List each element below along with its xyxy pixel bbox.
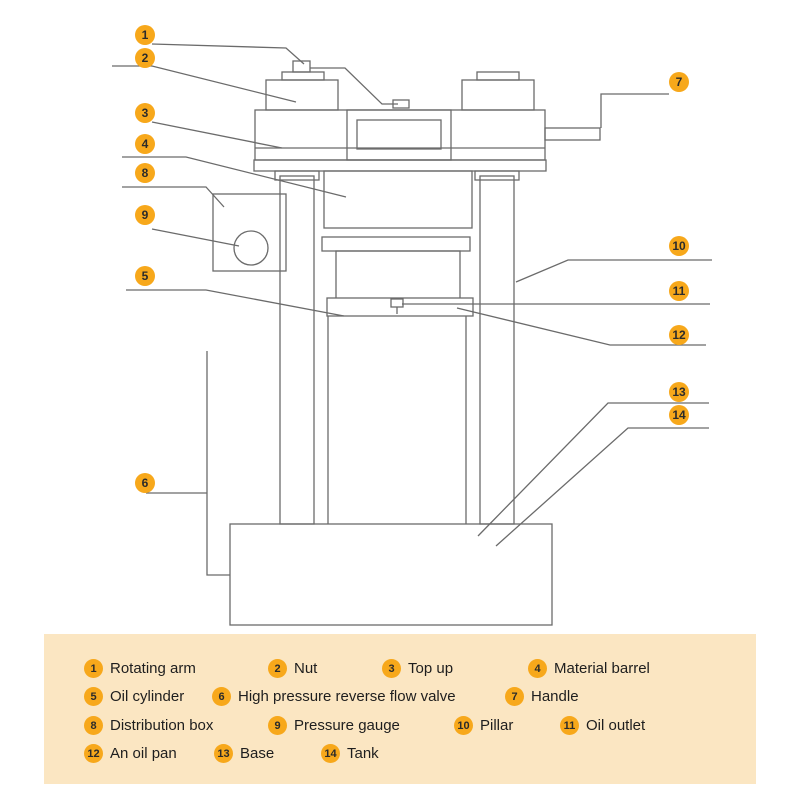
svg-text:2: 2	[142, 51, 149, 65]
legend-badge: 7	[505, 687, 524, 706]
rotating-arm	[310, 67, 398, 105]
callout-9: 9	[135, 205, 155, 225]
legend-label: Nut	[294, 660, 318, 677]
callout-14: 14	[669, 405, 689, 425]
distribution-box	[212, 193, 287, 272]
legend-item-nut: 2 Nut	[268, 659, 317, 678]
right-pillar	[479, 175, 515, 525]
legend-label: An oil pan	[110, 745, 177, 762]
legend-label: Pillar	[480, 717, 514, 734]
callout-8: 8	[135, 163, 155, 183]
callout-6: 6	[135, 473, 155, 493]
callout-7: 7	[669, 72, 689, 92]
callout-11: 11	[669, 281, 689, 301]
legend-item-rotating-arm: 1 Rotating arm	[84, 659, 196, 678]
svg-text:12: 12	[672, 328, 686, 342]
press-drawing	[206, 60, 601, 626]
legend-badge: 2	[268, 659, 287, 678]
callout-3: 3	[135, 103, 155, 123]
legend-badge: 12	[84, 744, 103, 763]
callout-5: 5	[135, 266, 155, 286]
legend-label: Tank	[347, 745, 379, 762]
left-pillar	[279, 175, 315, 525]
callout-12: 12	[669, 325, 689, 345]
legend-badge: 1	[84, 659, 103, 678]
legend-badge: 10	[454, 716, 473, 735]
legend-label: Distribution box	[110, 717, 214, 734]
legend-item-distribution-box: 8 Distribution box	[84, 716, 213, 735]
nut-right	[461, 79, 535, 111]
legend-badge: 3	[382, 659, 401, 678]
legend-label: Pressure gauge	[294, 717, 400, 734]
legend-label: High pressure reverse flow valve	[238, 688, 456, 705]
legend-panel: 1 Rotating arm 2 Nut 3 Top up 4 Material…	[44, 634, 756, 784]
legend-label: Handle	[531, 688, 579, 705]
legend-item-high-pressure-reverse-flow-valve: 6 High pressure reverse flow valve	[212, 687, 456, 706]
legend-item-oil-outlet: 11 Oil outlet	[560, 716, 645, 735]
callout-13: 13	[669, 382, 689, 402]
legend-item-handle: 7 Handle	[505, 687, 579, 706]
legend-label: Base	[240, 745, 275, 762]
oil-cylinder	[335, 250, 461, 300]
callout-4: 4	[135, 134, 155, 154]
svg-text:5: 5	[142, 269, 149, 283]
valve-pipe	[206, 351, 230, 576]
legend-badge: 4	[528, 659, 547, 678]
legend-label: Oil cylinder	[110, 688, 185, 705]
top-block	[254, 109, 546, 161]
svg-text:4: 4	[142, 137, 149, 151]
legend-item-pillar: 10 Pillar	[454, 716, 513, 735]
legend-item-oil-pan: 12 An oil pan	[84, 744, 177, 763]
legend-badge: 5	[84, 687, 103, 706]
legend-label: Oil outlet	[586, 717, 646, 734]
svg-text:14: 14	[672, 408, 686, 422]
legend-label: Material barrel	[554, 660, 650, 677]
legend-item-base: 13 Base	[214, 744, 274, 763]
legend-label: Rotating arm	[110, 660, 196, 677]
legend-label: Top up	[408, 660, 454, 677]
svg-text:7: 7	[676, 75, 683, 89]
legend-item-oil-cylinder: 5 Oil cylinder	[84, 687, 184, 706]
callout-2: 2	[135, 48, 155, 68]
callout-10: 10	[669, 236, 689, 256]
svg-text:8: 8	[142, 166, 149, 180]
svg-text:13: 13	[672, 385, 686, 399]
top-plate	[253, 159, 547, 172]
svg-text:11: 11	[673, 284, 686, 298]
svg-text:10: 10	[672, 239, 686, 253]
rotating-arm-knob	[292, 60, 311, 73]
legend-item-top-up: 3 Top up	[382, 659, 453, 678]
legend-item-pressure-gauge: 9 Pressure gauge	[268, 716, 400, 735]
legend-item-tank: 14 Tank	[321, 744, 379, 763]
legend-badge: 6	[212, 687, 231, 706]
legend-badge: 11	[560, 716, 579, 735]
nut-left	[265, 79, 339, 111]
legend-badge: 8	[84, 716, 103, 735]
callout-1: 1	[135, 25, 155, 45]
svg-text:6: 6	[142, 476, 149, 490]
handle	[544, 127, 601, 141]
top-center-panel	[346, 109, 452, 161]
legend-item-material-barrel: 4 Material barrel	[528, 659, 650, 678]
ring-upper	[321, 236, 471, 252]
top-center-window	[356, 119, 442, 150]
legend-badge: 9	[268, 716, 287, 735]
material-barrel	[323, 170, 473, 229]
pressure-gauge	[233, 230, 269, 266]
svg-text:9: 9	[142, 208, 149, 222]
svg-text:3: 3	[142, 106, 149, 120]
callout-badges: 1 2 3 4 8 9 5 6 7 10 11 12 13 14	[135, 25, 689, 493]
leader-lines	[112, 43, 712, 547]
svg-text:1: 1	[142, 28, 149, 42]
legend-badge: 13	[214, 744, 233, 763]
legend-badge: 14	[321, 744, 340, 763]
